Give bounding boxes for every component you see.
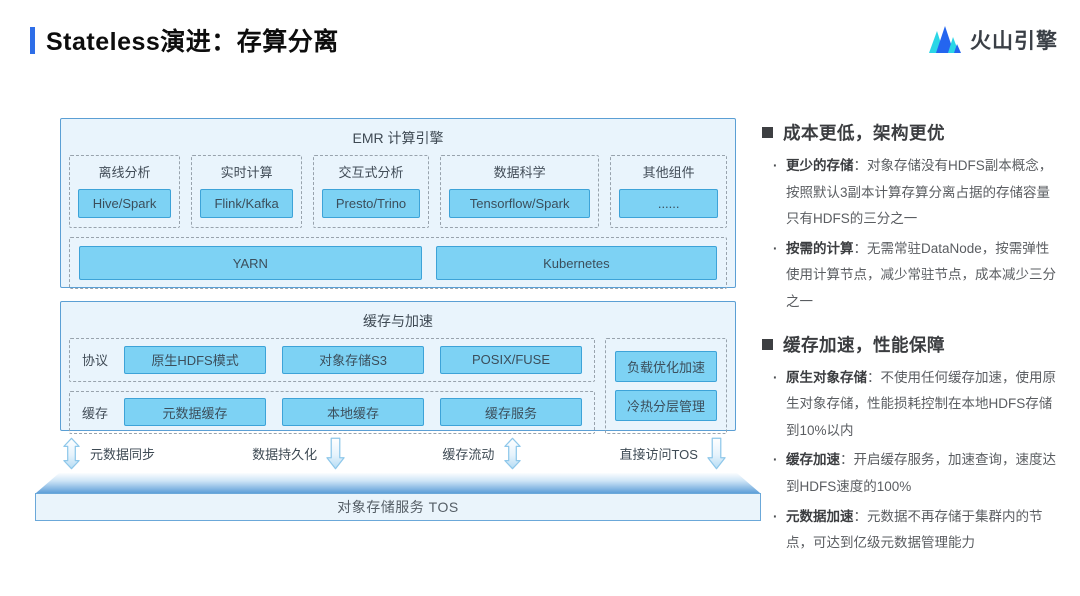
note-bullet-lead: 更少的存储 [786,158,854,173]
note-section-heading: 成本更低，架构更优 [762,120,1062,145]
note-bullet-text: ：元数据不再存储于集群内的节点，可达到亿级元数据管理能力 [786,508,1043,551]
down-arrow-icon [707,437,726,469]
component-label: 实时计算 [220,165,273,180]
cache-local: 本地缓存 [282,398,425,427]
square-bullet-icon [762,127,773,138]
component-label: 离线分析 [98,165,151,180]
scheduler-yarn: YARN [79,246,422,280]
slide-body: EMR 计算引擎 离线分析 Hive/Spark 实时计算 Flink/Kafk… [0,118,1080,573]
flow-label: 直接访问TOS [619,446,698,462]
cache-row-label: 缓存 [82,405,109,421]
note-bullet-lead: 原生对象存储 [786,369,867,385]
cache-row: 缓存 元数据缓存 本地缓存 缓存服务 [69,390,595,434]
title-accent-bar [30,26,35,54]
slide-header: Stateless演进：存算分离 火山引擎 [0,0,1080,58]
title-block: Stateless演进：存算分离 [30,22,339,58]
flow-cache-movement: 缓存流动 [442,437,522,470]
note-heading-text: 缓存加速，性能保障 [783,334,945,355]
component-chip: ...... [619,189,718,218]
protocol-object-storage-s3: 对象存储S3 [282,345,425,374]
logo-text: 火山引擎 [970,30,1058,53]
note-bullet: 缓存加速：开启缓存服务，加速查询，速度达到HDFS速度的100% [773,447,1062,500]
component-label: 数据科学 [493,165,546,180]
cache-service: 缓存服务 [440,398,583,427]
component-other: 其他组件 ...... [610,155,727,228]
component-data-science: 数据科学 Tensorflow/Spark [439,155,600,228]
notes-panel: 成本更低，架构更优 更少的存储：对象存储没有HDFS副本概念，按照默认3副本计算… [762,118,1062,573]
cache-box-title: 缓存与加速 [363,313,433,329]
flow-label: 数据持久化 [252,446,318,462]
note-list: 原生对象存储：不使用任何缓存加速，使用原生对象存储，性能损耗控制在本地HDFS存… [762,365,1062,557]
component-label: 交互式分析 [338,165,404,180]
note-bullet-text: ：不使用任何缓存加速，使用原生对象存储，性能损耗控制在本地HDFS存储 到10%… [786,369,1056,438]
note-bullet: 更少的存储：对象存储没有HDFS副本概念，按照默认3副本计算存算分离占据的存储容… [773,153,1062,233]
feature-hot-cold-tiering: 冷热分层管理 [615,390,717,421]
cache-left-column: 协议 原生HDFS模式 对象存储S3 POSIX/FUSE 缓存 元数据缓存 本… [69,338,595,434]
tos-platform-label: 对象存储服务 TOS [35,493,761,521]
cache-metadata: 元数据缓存 [124,398,267,427]
component-label: 其他组件 [642,165,695,180]
flow-metadata-sync: 元数据同步 [62,437,155,470]
data-flow-row: 元数据同步 数据持久化 缓存流动 直接访问TOS [60,434,736,472]
protocol-row-label: 协议 [82,353,109,369]
note-bullet: 原生对象存储：不使用任何缓存加速，使用原生对象存储，性能损耗控制在本地HDFS存… [773,365,1062,445]
note-bullet: 元数据加速：元数据不再存储于集群内的节点，可达到亿级元数据管理能力 [773,504,1062,557]
emr-component-row: 离线分析 Hive/Spark 实时计算 Flink/Kafka 交互式分析 P… [69,155,727,228]
component-chip: Flink/Kafka [200,189,294,218]
scheduler-row: YARN Kubernetes [69,237,727,289]
note-bullet-text: ：无需常驻DataNode，按需弹性使用计算节点，减少常驻节点，成本减少三分之一 [786,240,1056,309]
volcano-engine-logo-icon [929,26,961,53]
component-chip: Hive/Spark [78,189,172,218]
flow-data-persistence: 数据持久化 [252,437,345,470]
note-bullet-lead: 按需的计算 [786,240,854,256]
flow-label: 元数据同步 [90,446,156,462]
feature-load-optimize: 负载优化加速 [615,351,717,382]
note-bullet-text: ：开启缓存服务，加速查询，速度达到HDFS速度的100% [786,452,1056,494]
note-bullet-lead: 元数据加速 [786,508,854,524]
protocol-native-hdfs: 原生HDFS模式 [124,345,267,374]
note-bullet-text: ：对象存储没有HDFS副本概念，按照默认3副本计算存算分离占据的存储容量只有HD… [786,158,1053,227]
page-title: Stateless演进：存算分离 [46,28,339,56]
tos-storage-platform: 对象存储服务 TOS [35,473,761,521]
cache-acceleration-box: 缓存与加速 协议 原生HDFS模式 对象存储S3 POSIX/FUSE 缓存 元… [60,301,736,434]
component-realtime-compute: 实时计算 Flink/Kafka [191,155,303,228]
component-chip: Presto/Trino [322,189,420,218]
tos-platform-top-face [36,473,760,493]
note-bullet: 按需的计算：无需常驻DataNode，按需弹性使用计算节点，减少常驻节点，成本减… [773,236,1062,316]
note-bullet-lead: 缓存加速 [786,452,840,468]
down-arrow-icon [326,437,345,469]
emr-engine-box: EMR 计算引擎 离线分析 Hive/Spark 实时计算 Flink/Kafk… [60,118,736,289]
flow-label: 缓存流动 [442,446,495,462]
flow-direct-access-tos: 直接访问TOS [619,437,726,470]
volcano-engine-logo: 火山引擎 [927,24,1058,56]
updown-arrow-icon [63,437,80,469]
note-list: 更少的存储：对象存储没有HDFS副本概念，按照默认3副本计算存算分离占据的存储容… [762,153,1062,316]
component-interactive-analysis: 交互式分析 Presto/Trino [313,155,429,228]
architecture-diagram: EMR 计算引擎 离线分析 Hive/Spark 实时计算 Flink/Kafk… [35,118,761,573]
protocol-row: 协议 原生HDFS模式 对象存储S3 POSIX/FUSE [69,338,595,382]
note-heading-text: 成本更低，架构更优 [783,123,945,143]
side-feature-box: 负载优化加速 冷热分层管理 [605,338,727,434]
scheduler-kubernetes: Kubernetes [435,246,717,280]
component-chip: Tensorflow/Spark [448,189,591,218]
square-bullet-icon [762,338,773,350]
note-section-heading: 缓存加速，性能保障 [762,332,1062,357]
component-offline-analysis: 离线分析 Hive/Spark [69,155,181,228]
emr-box-title: EMR 计算引擎 [352,130,444,146]
updown-arrow-icon [504,437,522,469]
protocol-posix-fuse: POSIX/FUSE [440,345,583,374]
cache-grid: 协议 原生HDFS模式 对象存储S3 POSIX/FUSE 缓存 元数据缓存 本… [69,338,727,434]
